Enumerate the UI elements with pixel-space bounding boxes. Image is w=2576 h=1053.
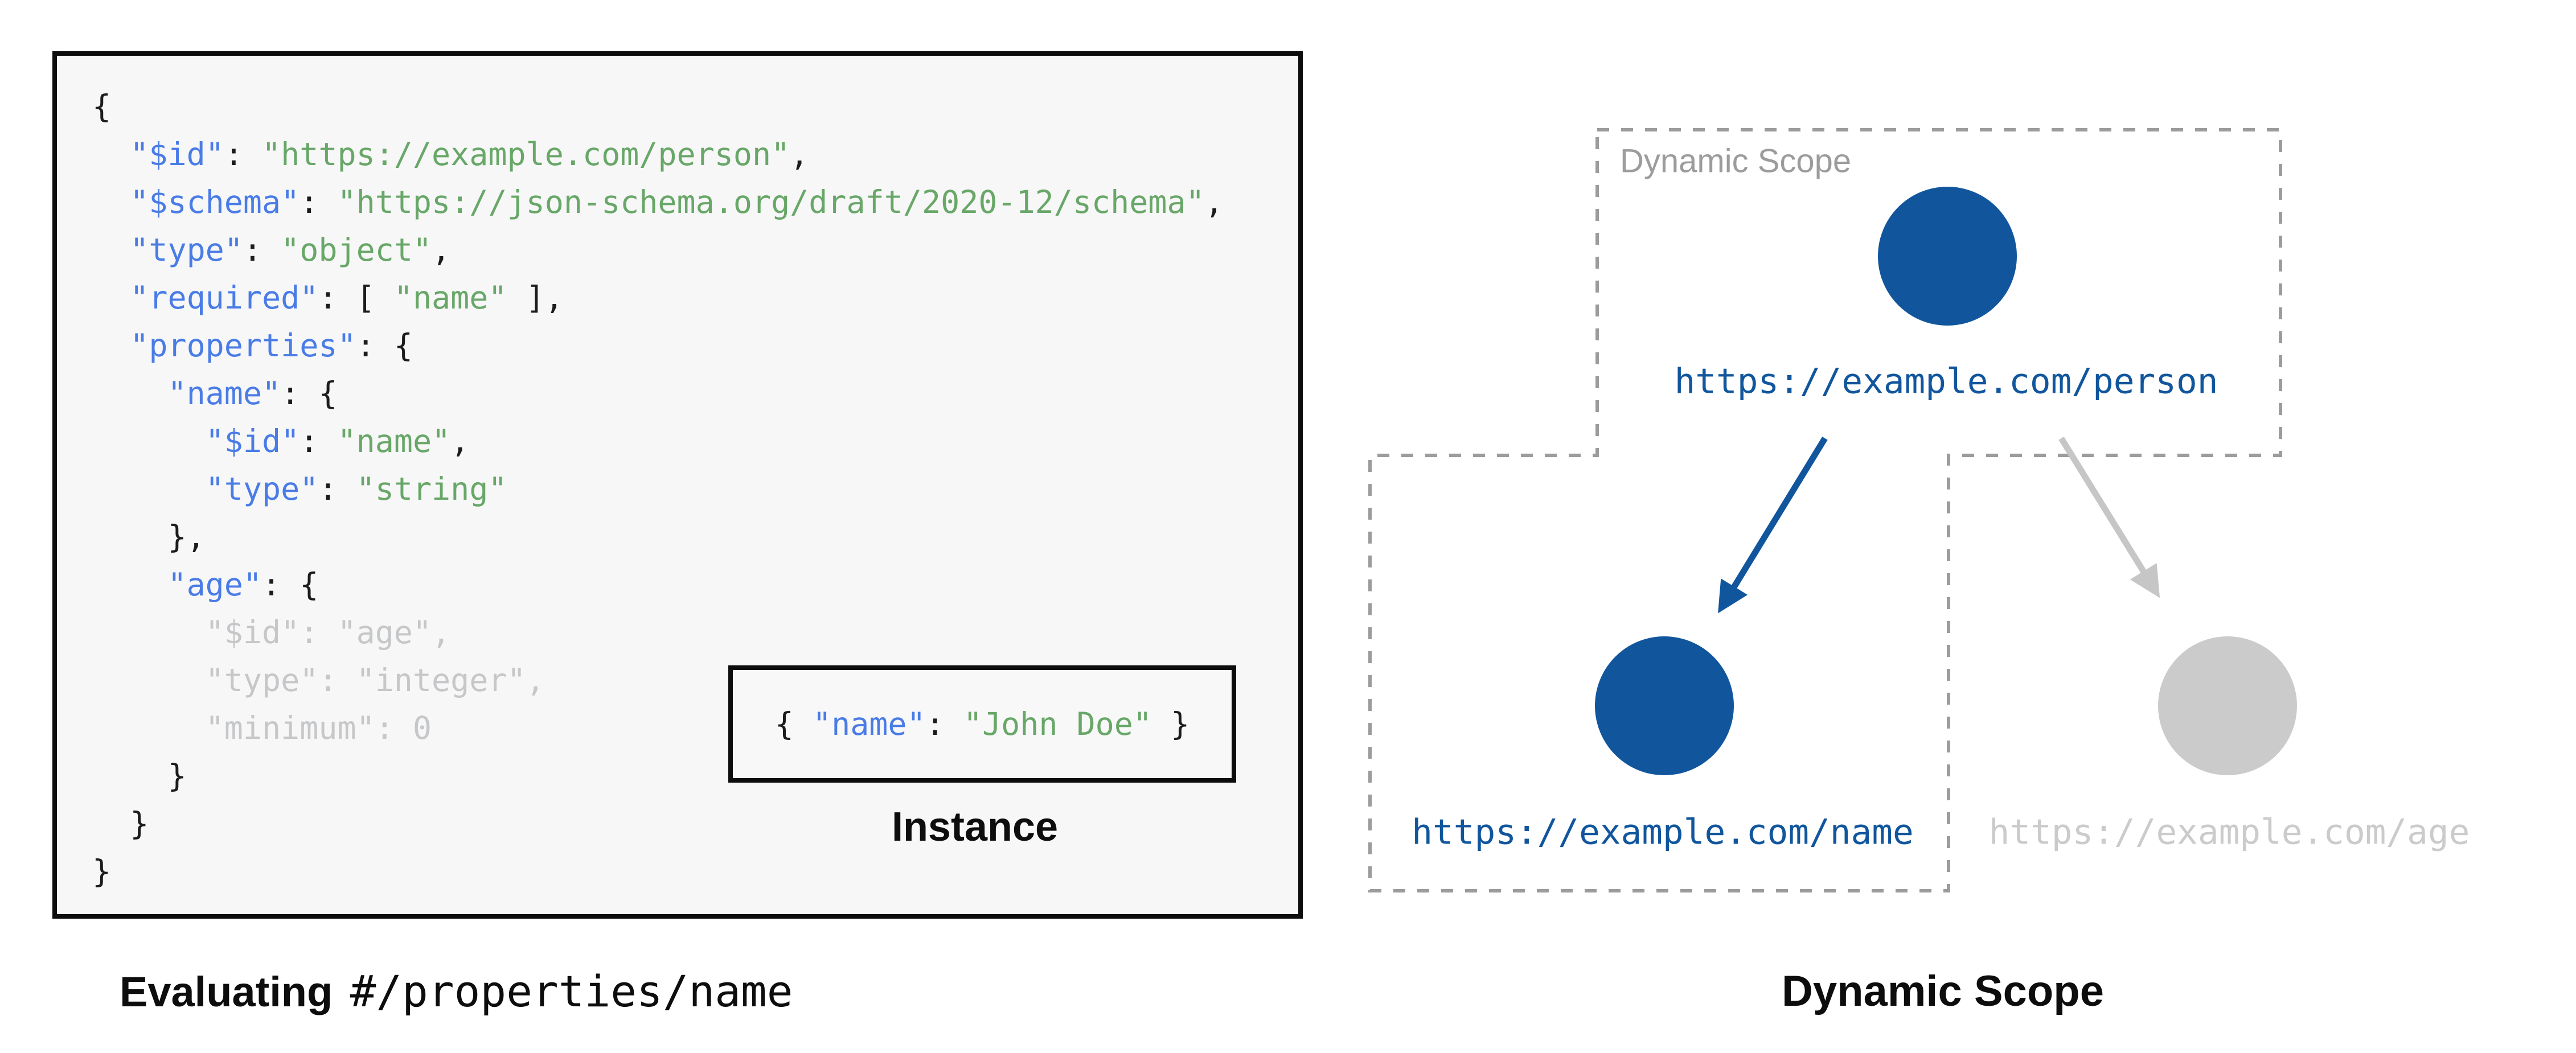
code-line: } xyxy=(92,752,1293,800)
schema-code-panel: { "$id": "https://example.com/person", "… xyxy=(52,51,1303,919)
code-token: "string" xyxy=(356,471,507,507)
code-token: "$schema" xyxy=(130,184,300,220)
code-token: : { xyxy=(262,566,319,603)
code-token: "name" xyxy=(337,423,451,459)
name-node xyxy=(1595,636,1734,775)
evaluating-caption-bold: Evaluating xyxy=(120,968,333,1015)
code-token: "type" xyxy=(205,471,319,507)
edge-person-age xyxy=(2058,437,2160,598)
code-lines: { "$id": "https://example.com/person", "… xyxy=(57,56,1298,895)
code-token: : { xyxy=(356,327,413,364)
code-token: , xyxy=(450,423,470,459)
code-line: "required": [ "name" ], xyxy=(92,274,1293,322)
age-node-url: https://example.com/age xyxy=(1989,812,2470,853)
code-token: : [ xyxy=(318,279,394,316)
code-token: "age" xyxy=(167,566,262,603)
code-token: "https://json-schema.org/draft/2020-12/s… xyxy=(337,184,1205,220)
code-token: : xyxy=(925,706,963,742)
evaluating-caption-pointer: #/properties/name xyxy=(350,966,793,1017)
code-line: "$id": "https://example.com/person", xyxy=(92,130,1293,178)
code-token: } xyxy=(92,758,187,794)
code-token: } xyxy=(1152,706,1190,742)
code-line: }, xyxy=(92,513,1293,561)
code-token: "type" xyxy=(130,232,243,268)
code-token: : xyxy=(224,136,262,172)
code-token: , xyxy=(1204,184,1224,220)
person-node xyxy=(1878,187,2017,326)
code-line: "$id": "name", xyxy=(92,417,1293,465)
code-token: , xyxy=(432,232,451,268)
code-token: "minimum": 0 xyxy=(92,710,432,746)
code-line: "name": { xyxy=(92,369,1293,417)
code-line: "$id": "age", xyxy=(92,608,1293,656)
code-token: : { xyxy=(281,375,338,412)
dynamic-scope-caption: Dynamic Scope xyxy=(1782,967,2104,1015)
code-line: { xyxy=(92,83,1293,130)
evaluating-caption: Evaluating #/properties/name xyxy=(120,966,793,1017)
code-token: { xyxy=(92,88,112,125)
edge-person-name xyxy=(1718,437,1828,614)
dynamic-scope-inline-label: Dynamic Scope xyxy=(1620,143,1851,180)
code-token: "name" xyxy=(167,375,281,412)
code-token: ], xyxy=(507,279,564,316)
code-token: : xyxy=(300,423,338,459)
code-token: "$id" xyxy=(130,136,224,172)
code-line: } xyxy=(92,800,1293,848)
code-token: "https://example.com/person" xyxy=(262,136,790,172)
instance-caption: Instance xyxy=(891,804,1059,850)
code-token: } xyxy=(92,853,112,890)
instance-json: { "name": "John Doe" } xyxy=(775,706,1190,742)
code-token: "$id" xyxy=(205,423,300,459)
code-token: "properties" xyxy=(130,327,356,364)
code-token: , xyxy=(790,136,809,172)
dynamic-scope-outline xyxy=(1368,128,2282,892)
code-line: "type": "string" xyxy=(92,465,1293,513)
code-token: "type": "integer", xyxy=(92,662,545,698)
code-token: "object" xyxy=(281,232,432,268)
code-line: "type": "integer", xyxy=(92,656,1293,704)
code-token: }, xyxy=(92,519,206,555)
code-token: } xyxy=(92,805,149,842)
name-node-url: https://example.com/name xyxy=(1412,812,1913,853)
code-token: "$id": "age", xyxy=(92,614,451,651)
code-token: { xyxy=(774,706,813,742)
code-token: : xyxy=(300,184,338,220)
code-token: "name" xyxy=(393,279,507,316)
age-node xyxy=(2158,636,2297,775)
person-node-url: https://example.com/person xyxy=(1675,361,2218,402)
code-line: "properties": { xyxy=(92,322,1293,369)
code-line: "minimum": 0 xyxy=(92,704,1293,752)
code-token: : xyxy=(243,232,281,268)
code-line: "$schema": "https://json-schema.org/draf… xyxy=(92,178,1293,226)
code-line: } xyxy=(92,848,1293,895)
code-token: "required" xyxy=(130,279,319,316)
code-line: "age": { xyxy=(92,561,1293,608)
code-token: : xyxy=(318,471,356,507)
instance-box: { "name": "John Doe" } xyxy=(728,665,1236,783)
code-token: "name" xyxy=(812,706,926,742)
code-token: "John Doe" xyxy=(963,706,1152,742)
code-line: "type": "object", xyxy=(92,226,1293,274)
